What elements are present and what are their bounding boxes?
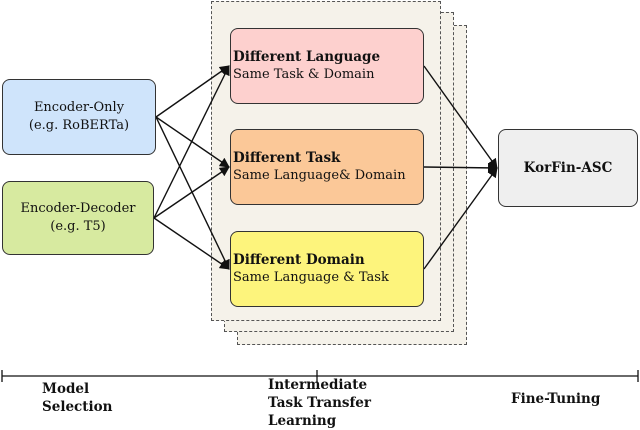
encoder-only-example: (e.g. RoBERTa) xyxy=(28,118,130,133)
korfin-asc-box: KorFin-ASC xyxy=(498,129,638,207)
encoder-only-label: Encoder-Only xyxy=(33,100,125,115)
different-domain-title: Different Domain xyxy=(233,252,365,268)
arrow-encoder-only-to-task xyxy=(155,116,230,168)
arrow-encoder-decoder-to-domain xyxy=(153,217,230,270)
encoder-only-box: Encoder-Only (e.g. RoBERTa) xyxy=(2,79,156,155)
different-domain-box: Different Domain Same Language & Task xyxy=(230,231,424,307)
different-task-title: Different Task xyxy=(233,150,341,166)
arrow-language-to-target xyxy=(423,65,498,169)
timeline-axis xyxy=(1,370,639,382)
different-language-subtitle: Same Task & Domain xyxy=(233,67,375,82)
arrow-encoder-decoder-to-task xyxy=(153,166,230,219)
different-task-box: Different Task Same Language& Domain xyxy=(230,129,424,205)
arrow-task-to-target xyxy=(423,162,498,173)
different-domain-subtitle: Same Language & Task xyxy=(233,270,389,285)
phase-fine-tuning: Fine-Tuning xyxy=(511,391,601,407)
encoder-decoder-label: Encoder-Decoder xyxy=(20,201,136,216)
different-language-box: Different Language Same Task & Domain xyxy=(230,28,424,104)
arrow-encoder-decoder-to-language xyxy=(153,65,230,219)
arrow-encoder-only-to-domain xyxy=(155,116,230,270)
encoder-decoder-example: (e.g. T5) xyxy=(50,219,106,234)
korfin-asc-label: KorFin-ASC xyxy=(523,160,613,176)
phase-intermediate-task-transfer: Intermediate Task Transfer Learning xyxy=(268,377,372,429)
different-task-subtitle: Same Language& Domain xyxy=(233,168,406,183)
arrow-encoder-only-to-language xyxy=(155,65,230,118)
different-language-title: Different Language xyxy=(233,49,381,65)
arrow-domain-to-target xyxy=(423,167,498,270)
encoder-decoder-box: Encoder-Decoder (e.g. T5) xyxy=(2,181,154,255)
phase-model-selection: Model Selection xyxy=(42,381,113,415)
